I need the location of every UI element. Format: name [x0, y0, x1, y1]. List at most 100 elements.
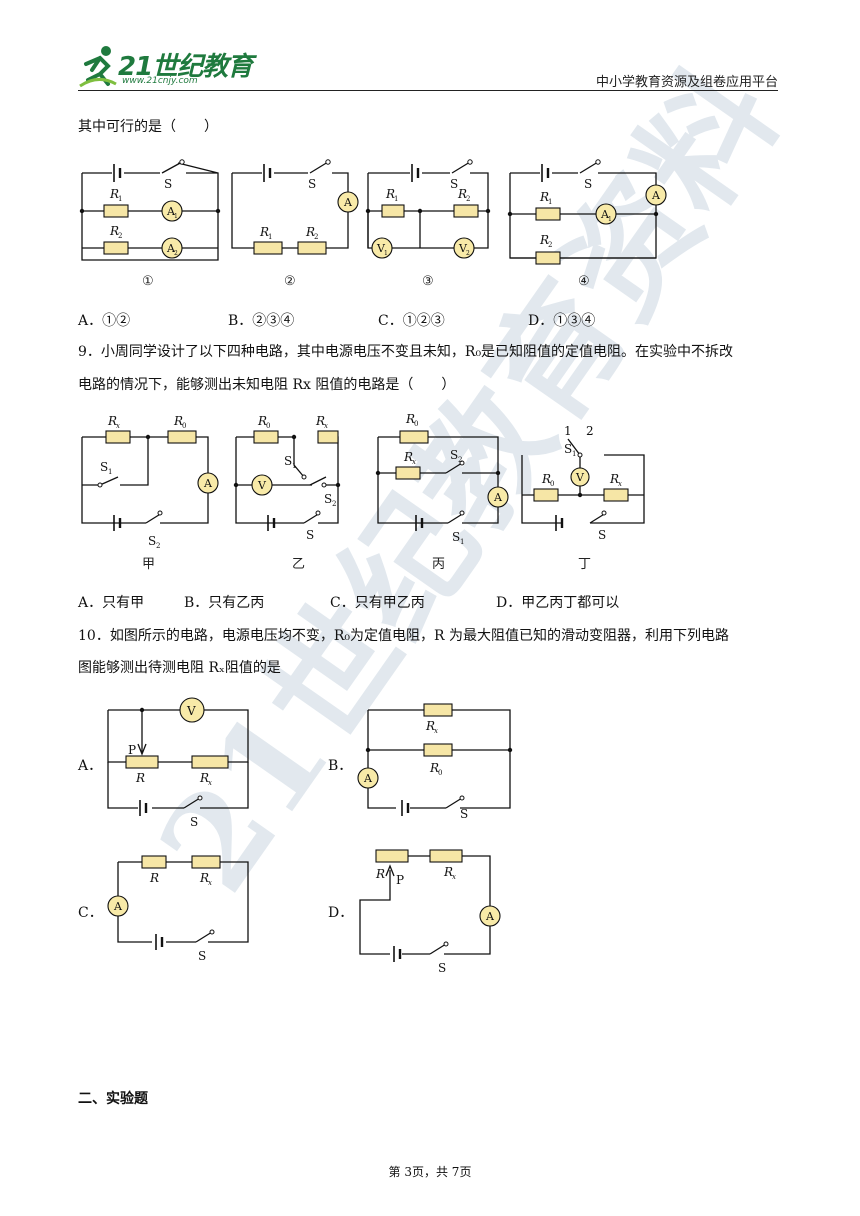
svg-text:A: A — [651, 189, 661, 202]
svg-text:A: A — [485, 910, 495, 923]
q10-stem-line2: 图能够测出待测电阻 Rₓ阻值的是 — [78, 660, 281, 676]
svg-text:R: R — [149, 871, 159, 885]
svg-text:1: 1 — [292, 462, 296, 470]
svg-text:V: V — [376, 242, 386, 255]
svg-text:丙: 丙 — [432, 557, 445, 572]
svg-text:R: R — [259, 225, 269, 239]
svg-text:0: 0 — [550, 480, 554, 488]
svg-text:1: 1 — [118, 195, 122, 203]
svg-text:R: R — [173, 414, 183, 428]
q8-tail: 其中可行的是（ ） — [78, 119, 218, 135]
svg-text:0: 0 — [182, 422, 186, 430]
q10-stem-line1: 10．如图所示的电路，电源电压均不变，R₀为定值电阻，R 为最大阻值已知的滑动变… — [78, 628, 729, 644]
svg-text:x: x — [116, 422, 120, 430]
q8-circuit-1 — [81, 161, 219, 261]
q9-option-d[interactable]: D．甲乙丙丁都可以 — [496, 595, 620, 611]
svg-text:2: 2 — [458, 456, 462, 464]
svg-text:2: 2 — [118, 232, 122, 240]
svg-text:1: 1 — [460, 538, 464, 546]
svg-text:R: R — [539, 233, 549, 247]
svg-text:R: R — [405, 412, 415, 426]
runner-icon — [79, 46, 117, 88]
svg-text:A: A — [166, 242, 176, 255]
svg-text:S: S — [452, 530, 460, 544]
q10-option-c[interactable]: C． — [78, 905, 103, 921]
q10-figures: V P R Rx S Rx R0 A S R Rx A S R P Rx A S — [107, 697, 513, 975]
q9-option-a[interactable]: A．只有甲 — [78, 595, 145, 611]
svg-text:0: 0 — [414, 420, 418, 428]
q10-option-d[interactable]: D． — [328, 905, 354, 921]
svg-text:R: R — [403, 450, 413, 464]
q9-option-b[interactable]: B．只有乙丙 — [184, 595, 265, 611]
logo-url: www.21cnjy.com — [122, 76, 198, 86]
svg-text:1: 1 — [268, 233, 272, 241]
svg-text:V: V — [575, 471, 585, 484]
svg-text:A: A — [600, 208, 610, 221]
svg-text:S: S — [564, 442, 572, 456]
q9-option-c[interactable]: C．只有甲乙丙 — [330, 595, 425, 611]
svg-text:x: x — [208, 779, 212, 787]
q8-circuit-2 — [231, 161, 349, 249]
svg-text:1: 1 — [394, 195, 398, 203]
header-divider — [78, 90, 778, 91]
q10-option-b[interactable]: B． — [328, 758, 353, 774]
svg-text:1: 1 — [174, 213, 178, 220]
svg-text:S: S — [190, 815, 198, 829]
q8-option-b[interactable]: B．②③④ — [228, 313, 295, 329]
svg-text:2: 2 — [586, 424, 594, 438]
svg-text:R: R — [109, 187, 119, 201]
svg-text:S: S — [438, 961, 446, 975]
label-s: S — [308, 177, 316, 191]
svg-text:V: V — [458, 242, 468, 255]
svg-text:R: R — [443, 865, 453, 879]
svg-text:R: R — [315, 414, 325, 428]
q10-option-a[interactable]: A． — [78, 758, 103, 774]
svg-text:S: S — [450, 448, 458, 462]
svg-text:R: R — [109, 224, 119, 238]
svg-text:1: 1 — [564, 424, 572, 438]
svg-text:x: x — [412, 458, 416, 466]
label-s: S — [164, 177, 172, 191]
svg-text:R: R — [541, 472, 551, 486]
svg-text:P: P — [128, 743, 136, 757]
svg-text:V: V — [186, 704, 196, 718]
q8-option-a[interactable]: A．①② — [78, 313, 131, 329]
svg-text:A: A — [493, 491, 503, 504]
svg-text:R: R — [199, 771, 209, 785]
q8-circuit-4 — [509, 161, 657, 259]
svg-text:S: S — [198, 949, 206, 963]
svg-text:x: x — [434, 727, 438, 735]
svg-text:1: 1 — [608, 216, 612, 223]
svg-text:R: R — [199, 871, 209, 885]
q8-fig-label: ④ — [578, 274, 590, 289]
svg-text:甲: 甲 — [142, 557, 155, 572]
svg-text:2: 2 — [466, 250, 470, 257]
platform-name: 中小学教育资源及组卷应用平台 — [595, 75, 778, 90]
svg-text:1: 1 — [384, 250, 388, 257]
svg-text:A: A — [166, 205, 176, 218]
svg-text:1: 1 — [108, 468, 112, 476]
svg-text:V: V — [257, 479, 267, 492]
svg-text:x: x — [208, 879, 212, 887]
q8-option-c[interactable]: C．①②③ — [378, 313, 445, 329]
q9-stem-line1: 9．小周同学设计了以下四种电路，其中电源电压不变且未知，R₀是已知阻值的定值电阻… — [78, 344, 734, 360]
label-s: S — [584, 177, 592, 191]
page-footer: 第 3页，共 7页 — [388, 1165, 472, 1179]
q8-option-d[interactable]: D．①③④ — [528, 313, 596, 329]
svg-text:R: R — [539, 190, 549, 204]
svg-text:R: R — [107, 414, 117, 428]
svg-text:R: R — [305, 225, 315, 239]
svg-text:A: A — [113, 900, 123, 913]
svg-text:S: S — [306, 528, 314, 542]
svg-text:R: R — [135, 771, 145, 785]
svg-text:乙: 乙 — [292, 557, 305, 572]
svg-text:2: 2 — [466, 195, 470, 203]
svg-text:S: S — [284, 454, 292, 468]
svg-text:R: R — [375, 867, 385, 881]
q8-fig-label: ② — [284, 274, 296, 289]
svg-text:2: 2 — [156, 542, 160, 550]
svg-text:P: P — [396, 873, 404, 887]
svg-text:A: A — [203, 477, 213, 490]
svg-text:S: S — [598, 528, 606, 542]
